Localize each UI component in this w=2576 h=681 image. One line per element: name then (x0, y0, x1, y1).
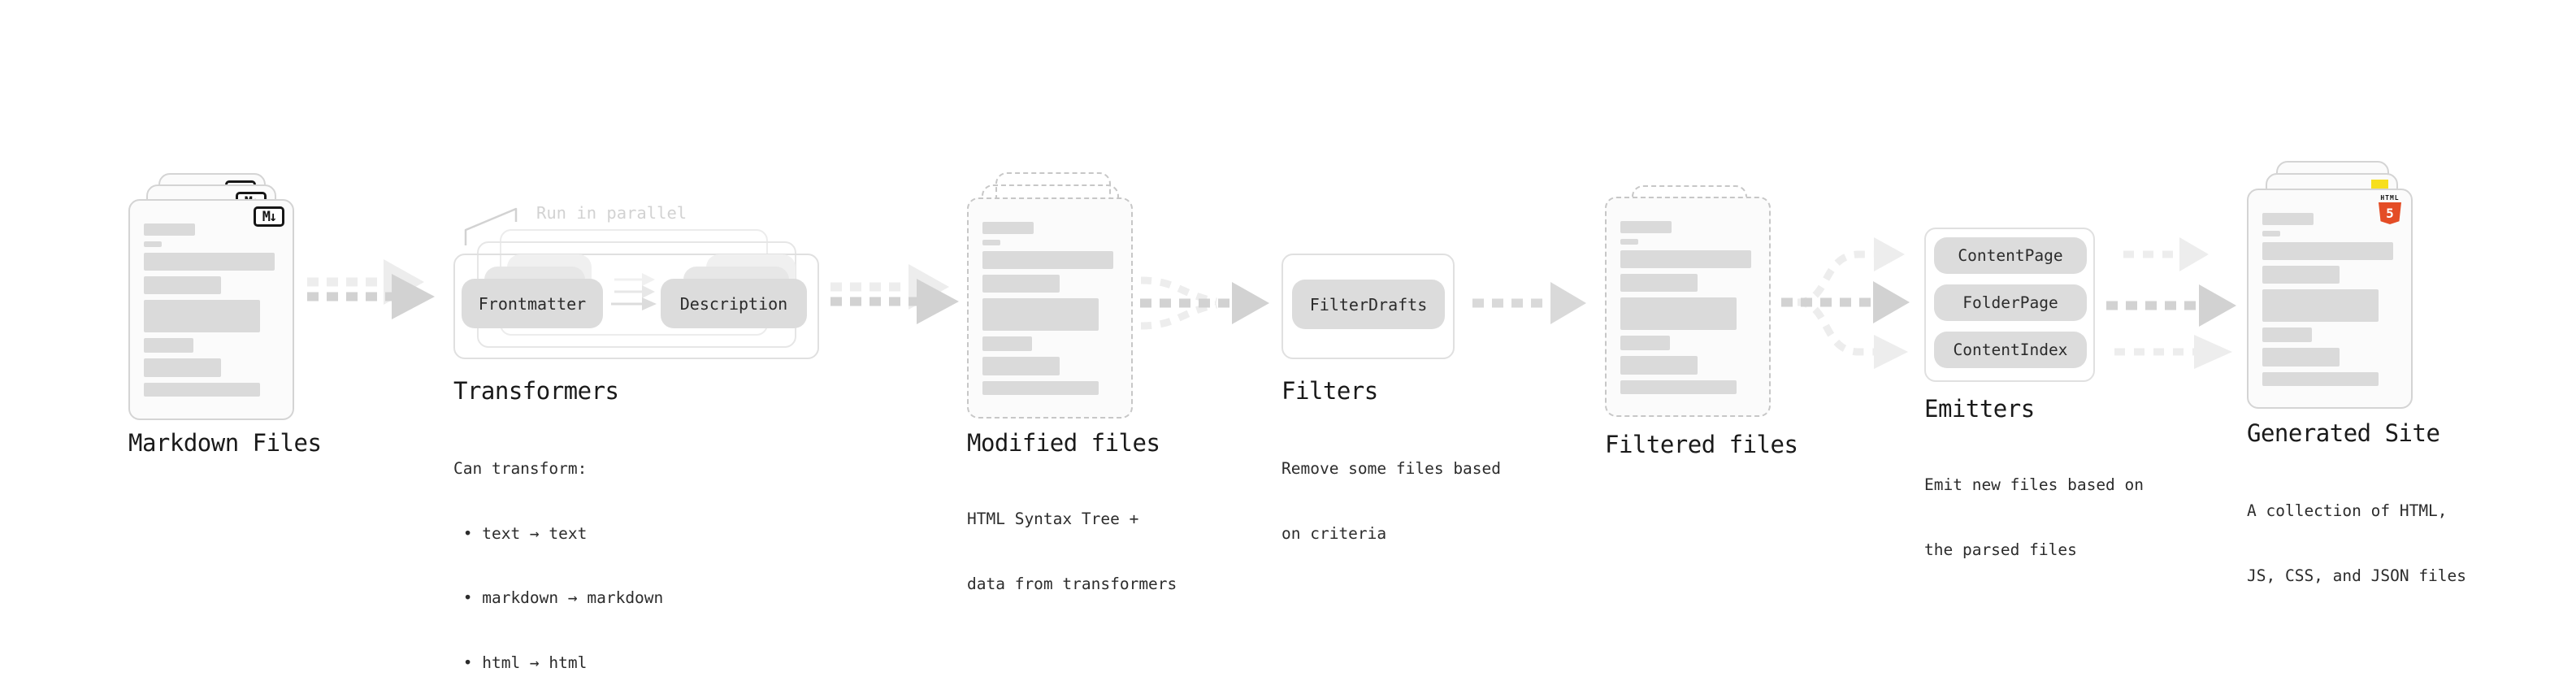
contentindex-pill: ContentIndex (1934, 332, 2087, 368)
emitters-description: Emit new files based on the parsed files (1924, 432, 2144, 604)
html5-icon-numeral: 5 (2386, 206, 2394, 221)
arrow-emitters-to-generated (2106, 237, 2236, 369)
text-bar (982, 251, 1114, 269)
arrow-filtered-to-emitters (1781, 237, 1910, 369)
text-bar (2262, 242, 2394, 260)
desc-line: Can transform: (453, 459, 588, 478)
text-bar (982, 357, 1060, 375)
filters-title: Filters (1281, 377, 1378, 405)
transformer-box-front (453, 254, 819, 359)
filterdrafts-pill: FilterDrafts (1292, 280, 1445, 329)
desc-line: Emit new files based on (1924, 475, 2144, 494)
markdown-file-card: M↓ (128, 199, 294, 420)
text-bar (2262, 213, 2314, 225)
text-bar (1620, 356, 1698, 375)
folderpage-pill: FolderPage (1934, 284, 2087, 321)
text-bar (144, 338, 194, 353)
description-pill: Description (661, 279, 807, 328)
generated-site-card: HTML 5 (2247, 189, 2413, 409)
desc-line: JS, CSS, and JSON files (2247, 566, 2467, 585)
markdown-icon: M↓ (254, 206, 284, 227)
run-in-parallel-label: Run in parallel (536, 203, 687, 223)
markdown-files-title: Markdown Files (128, 429, 322, 457)
html5-icon-shield: 5 (2379, 202, 2401, 224)
text-bar (144, 358, 221, 377)
text-bar (982, 222, 1034, 234)
document-text-bars (2262, 213, 2397, 386)
js-icon (2371, 180, 2388, 189)
text-bar (2262, 289, 2379, 322)
text-bar (1620, 336, 1671, 350)
text-bar (1620, 380, 1737, 394)
text-bar (144, 276, 221, 294)
text-bar (144, 223, 196, 236)
document-text-bars (982, 222, 1117, 395)
document-text-bars (144, 223, 279, 397)
desc-line: the parsed files (1924, 540, 2077, 559)
text-bar (982, 240, 1000, 245)
text-bar (982, 336, 1033, 351)
html5-icon: HTML 5 (2378, 194, 2402, 224)
filtered-file-card (1605, 197, 1771, 417)
desc-line: • markdown → markdown (453, 588, 664, 607)
text-bar (2262, 231, 2280, 236)
arrow-modified-to-filters (1140, 276, 1269, 330)
text-bar (2262, 372, 2379, 386)
document-text-bars (1620, 221, 1755, 394)
filters-box (1281, 254, 1455, 359)
desc-line: data from transformers (967, 574, 1177, 593)
desc-line: • html → html (453, 653, 588, 672)
transformers-title: Transformers (453, 377, 619, 405)
text-bar (144, 300, 260, 332)
text-bar (1620, 274, 1698, 292)
emitters-box (1924, 228, 2095, 382)
filters-description: Remove some files based on criteria (1281, 415, 1501, 588)
contentpage-pill: ContentPage (1934, 237, 2087, 274)
arrow-markdown-to-transformers (307, 259, 435, 319)
text-bar (1620, 250, 1752, 268)
desc-line: A collection of HTML, (2247, 501, 2448, 520)
pill-to-pill-arrows (611, 273, 657, 310)
desc-line: Remove some files based (1281, 459, 1502, 478)
emitters-title: Emitters (1924, 395, 2035, 423)
filtered-files-title: Filtered files (1605, 431, 1798, 458)
transformers-description: Can transform: • text → text • markdown … (453, 415, 663, 681)
arrow-transformers-to-modified (830, 264, 959, 324)
modified-files-title: Modified files (967, 429, 1160, 457)
text-bar (144, 383, 260, 397)
arrow-filters-to-filtered (1472, 282, 1586, 324)
html5-icon-wordmark: HTML (2380, 194, 2400, 202)
text-bar (1620, 239, 1638, 245)
text-bar (2262, 348, 2340, 367)
text-bar (982, 275, 1060, 293)
text-bar (2262, 266, 2340, 284)
text-bar (144, 241, 162, 247)
text-bar (144, 253, 275, 271)
desc-line: • text → text (453, 523, 588, 543)
frontmatter-pill: Frontmatter (462, 279, 603, 328)
text-bar (982, 298, 1099, 331)
text-bar (1620, 297, 1737, 330)
text-bar (1620, 221, 1672, 233)
text-bar (2262, 327, 2313, 342)
desc-line: HTML Syntax Tree + (967, 510, 1139, 528)
generated-site-title: Generated Site (2247, 419, 2440, 447)
text-bar (982, 381, 1099, 395)
generated-site-description: A collection of HTML, JS, CSS, and JSON … (2247, 458, 2466, 630)
modified-files-description: HTML Syntax Tree + data from transformer… (967, 466, 1177, 638)
modified-file-card (967, 197, 1133, 419)
desc-line: on criteria (1281, 523, 1387, 543)
run-in-parallel-leader-line (464, 207, 518, 245)
